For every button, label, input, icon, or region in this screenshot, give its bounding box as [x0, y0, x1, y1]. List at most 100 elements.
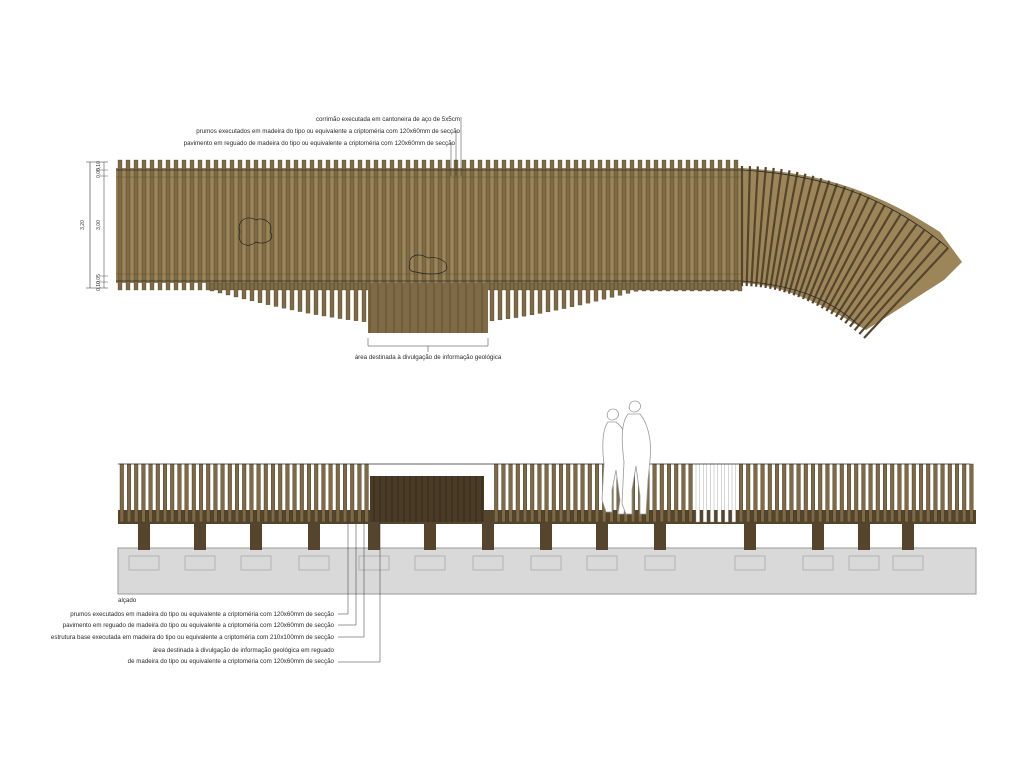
railing-post [242, 463, 247, 523]
railing-post [177, 463, 182, 523]
railing-post [767, 463, 772, 523]
railing-post [515, 463, 520, 523]
elev-note-structure: estrutura base executada em madeira do t… [51, 634, 335, 641]
curve-slat [773, 171, 799, 290]
deck-slat [501, 159, 507, 291]
deck-slat [205, 159, 211, 291]
railing-post [285, 463, 290, 523]
deck-slat [293, 159, 299, 291]
railing-post [710, 463, 715, 523]
railing-post [724, 463, 729, 523]
support-column [540, 524, 552, 550]
deck-slat [661, 159, 667, 291]
railing-post [695, 463, 700, 523]
hanging-post [321, 282, 327, 317]
support-column [308, 524, 320, 550]
railing-post [955, 463, 960, 523]
support-column [596, 524, 608, 550]
railing-post [213, 463, 218, 523]
railing-post [652, 463, 657, 523]
hanging-post [281, 282, 287, 309]
deck-slat [365, 159, 371, 291]
hanging-post [737, 282, 743, 292]
support-column [858, 524, 870, 550]
railing-post [566, 463, 571, 523]
deck-slat [301, 159, 307, 291]
deck-slat [533, 159, 539, 291]
deck-slat [693, 159, 699, 291]
deck-slat [549, 159, 555, 291]
support-column [424, 524, 436, 550]
deck-slat [245, 159, 251, 291]
curve-slat [750, 166, 759, 287]
railing-post [580, 463, 585, 523]
railing-post [753, 463, 758, 523]
railing-post [256, 463, 261, 523]
railing-post [933, 463, 938, 523]
elev-note-info-area-1: área destinada à divulgação de informaçã… [153, 647, 335, 654]
concrete-footing [586, 555, 618, 571]
railing-post [789, 463, 794, 523]
deck-slat [605, 159, 611, 291]
support-column [902, 524, 914, 550]
curve-slat [839, 218, 910, 321]
railing-post [350, 463, 355, 523]
dim-bottom-a: 0,05 [96, 274, 102, 284]
deck-slat [237, 159, 243, 291]
hanging-post [345, 282, 351, 320]
deck-slat [149, 159, 155, 291]
deck-slat [165, 159, 171, 291]
deck-slat [717, 159, 723, 291]
hanging-post [225, 282, 231, 296]
railing-post [314, 463, 319, 523]
concrete-footing [472, 555, 504, 571]
info-area-slats [369, 283, 483, 333]
railing-post [191, 463, 196, 523]
railing-post [508, 463, 513, 523]
curve-slat [787, 177, 823, 294]
deck-slat [213, 159, 219, 291]
hanging-post [649, 282, 655, 292]
railing-post [119, 463, 124, 523]
railing-post [667, 463, 672, 523]
railing-post [559, 463, 564, 523]
curve-slat [820, 200, 878, 309]
concrete-footing [240, 555, 272, 571]
deck-slat [469, 159, 475, 291]
support-column [138, 524, 150, 550]
deck-slat [309, 159, 315, 291]
railing-post [688, 463, 693, 523]
concrete-footing [298, 555, 330, 571]
hanging-post [689, 282, 695, 292]
hanging-post [633, 282, 639, 292]
deck-slat [261, 159, 267, 291]
deck-slat [285, 159, 291, 291]
hanging-post [665, 282, 671, 292]
dim-inner: 3,00 [96, 220, 102, 230]
railing-post [897, 463, 902, 523]
human-silhouettes [601, 400, 651, 515]
rock-outline-2 [408, 254, 448, 275]
railing-post [162, 463, 167, 523]
concrete-footing [848, 555, 880, 571]
support-column [482, 524, 494, 550]
deck-slat [637, 159, 643, 291]
deck-slat [645, 159, 651, 291]
curve-slat [759, 167, 775, 288]
hanging-post [273, 282, 279, 307]
railing-post [659, 463, 664, 523]
dim-top-b: 0,05 [96, 168, 102, 178]
elev-note-info-area-2: de madeira do tipo ou equivalente a crip… [128, 658, 335, 665]
hanging-post [241, 282, 247, 300]
curve-slat [764, 168, 783, 289]
curve-slat [816, 196, 870, 307]
deck-slat [381, 159, 387, 291]
railing-post [364, 463, 369, 523]
railing-post [170, 463, 175, 523]
hanging-post [681, 282, 687, 292]
deck-slat [189, 159, 195, 291]
railing-post [544, 463, 549, 523]
railing-post [595, 463, 600, 523]
hanging-post [625, 282, 631, 294]
curve-slat [801, 186, 847, 300]
